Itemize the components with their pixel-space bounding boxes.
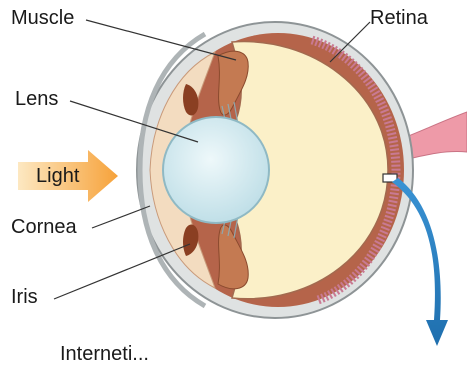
label-light: Light xyxy=(36,166,79,186)
label-bottom-partial: Interneti... xyxy=(60,344,149,364)
label-iris: Iris xyxy=(11,287,38,307)
label-muscle: Muscle xyxy=(11,8,74,28)
lens xyxy=(163,117,269,223)
label-cornea: Cornea xyxy=(11,217,77,237)
label-lens: Lens xyxy=(15,89,58,109)
label-retina: Retina xyxy=(370,8,428,28)
leader-line-cornea xyxy=(92,206,150,228)
